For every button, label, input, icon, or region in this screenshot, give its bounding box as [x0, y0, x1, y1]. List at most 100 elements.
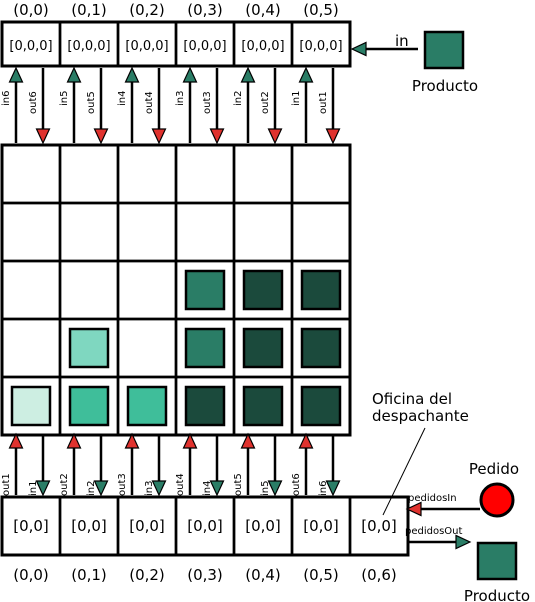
product-box-input	[423, 30, 465, 70]
product-box	[242, 385, 284, 427]
arrow-head	[455, 534, 472, 550]
arrow-head	[240, 66, 256, 83]
bottom-cell-value: [0,0]	[71, 517, 107, 535]
pedido-circle	[479, 482, 515, 518]
bottom-cell-value: [0,0]	[361, 517, 397, 535]
bottom-coord-label: (0,4)	[245, 566, 281, 584]
pedidos-out-label: pedidosOut	[405, 526, 463, 537]
arrow-head	[298, 66, 314, 83]
top-cell-value: [0,0,0]	[183, 39, 226, 54]
top-out-arrow	[35, 68, 51, 145]
arrow-head	[35, 128, 51, 145]
top-in-arrow	[298, 66, 314, 143]
bottom-out-label: out6	[291, 473, 302, 496]
product-box	[242, 269, 284, 311]
top-out-label: out1	[318, 91, 329, 114]
bottom-out-label: out4	[175, 473, 186, 496]
bottom-in-label: in4	[202, 481, 213, 496]
producto-label-top: Producto	[412, 77, 478, 95]
bottom-in-arrow	[93, 434, 109, 497]
bottom-in-arrow	[151, 434, 167, 497]
arrow-head	[182, 66, 198, 83]
top-cell-value: [0,0,0]	[125, 39, 168, 54]
bottom-cell-value: [0,0]	[187, 517, 223, 535]
top-in-label: in3	[175, 91, 186, 106]
product-box	[68, 327, 110, 369]
arrow-head	[350, 41, 367, 57]
product-box	[184, 327, 226, 369]
product-box	[184, 269, 226, 311]
bottom-out-arrow	[182, 432, 198, 495]
top-in-label: in2	[233, 91, 244, 106]
storage-grid	[0, 143, 352, 437]
bottom-in-label: in3	[144, 481, 155, 496]
bottom-out-label: out1	[1, 473, 12, 496]
arrow-head	[405, 501, 422, 517]
top-in-arrow	[240, 66, 256, 143]
top-input-arrow	[350, 41, 418, 57]
arrow-head	[8, 66, 24, 83]
bottom-out-arrow	[124, 432, 140, 495]
bottom-out-label: out2	[59, 473, 70, 496]
bottom-in-arrow	[209, 434, 225, 497]
top-coord-label: (0,3)	[187, 1, 223, 19]
bottom-out-arrow	[240, 432, 256, 495]
bottom-in-arrow	[267, 434, 283, 497]
bottom-out-arrow	[8, 432, 24, 495]
top-coord-label: (0,4)	[245, 1, 281, 19]
product-box	[10, 385, 52, 427]
top-input-row: [0,0,0](0,0)[0,0,0](0,1)[0,0,0](0,2)[0,0…	[0, 1, 352, 68]
product-box	[300, 269, 342, 311]
arrow-head	[240, 432, 256, 449]
arrow-head	[182, 432, 198, 449]
bottom-in-arrow	[325, 434, 341, 497]
top-out-arrow	[325, 68, 341, 145]
arrow-head	[209, 480, 225, 497]
arrow-head	[267, 128, 283, 145]
bottom-cell-value: [0,0]	[303, 517, 339, 535]
product-box	[242, 327, 284, 369]
bottom-output-row: [0,0](0,0)[0,0](0,1)[0,0](0,2)[0,0](0,3)…	[0, 495, 410, 584]
top-coord-label: (0,5)	[303, 1, 339, 19]
product-box-output	[476, 541, 518, 581]
top-in-arrow	[8, 66, 24, 143]
arrow-head	[8, 432, 24, 449]
arrow-head	[93, 128, 109, 145]
arrow-head	[151, 480, 167, 497]
bottom-in-label: in2	[86, 481, 97, 496]
top-cell-value: [0,0,0]	[67, 39, 110, 54]
grid-cell	[290, 375, 352, 437]
top-coord-label: (0,2)	[129, 1, 165, 19]
top-cell-value: [0,0,0]	[299, 39, 342, 54]
top-cell-value: [0,0,0]	[241, 39, 284, 54]
oficina-label-line1: Oficina del	[372, 390, 452, 408]
product-box	[300, 385, 342, 427]
arrow-head	[93, 480, 109, 497]
external-elements: inProductoPedidopedidosInpedidosOutProdu…	[350, 30, 530, 602]
top-cell	[290, 20, 352, 68]
product-box	[300, 327, 342, 369]
oficina-pointer	[382, 427, 426, 516]
arrow-head	[124, 432, 140, 449]
bottom-coord-label: (0,5)	[303, 566, 339, 584]
top-input-label: in	[395, 32, 409, 50]
bottom-coord-label: (0,0)	[13, 566, 49, 584]
top-in-arrow	[124, 66, 140, 143]
bottom-in-label: in6	[318, 481, 329, 496]
top-out-label: out4	[144, 91, 155, 114]
bottom-cell-value: [0,0]	[129, 517, 165, 535]
arrow-head	[267, 480, 283, 497]
top-coord-label: (0,1)	[71, 1, 107, 19]
bottom-coord-label: (0,3)	[187, 566, 223, 584]
bottom-out-arrow	[298, 432, 314, 495]
arrow-head	[325, 480, 341, 497]
product-box	[184, 385, 226, 427]
pedidos-out-arrow	[407, 534, 472, 550]
bottom-in-label: in1	[28, 481, 39, 496]
top-in-arrow	[182, 66, 198, 143]
arrow-head	[66, 432, 82, 449]
arrow-head	[151, 128, 167, 145]
oficina-label-line2: despachante	[372, 407, 469, 425]
